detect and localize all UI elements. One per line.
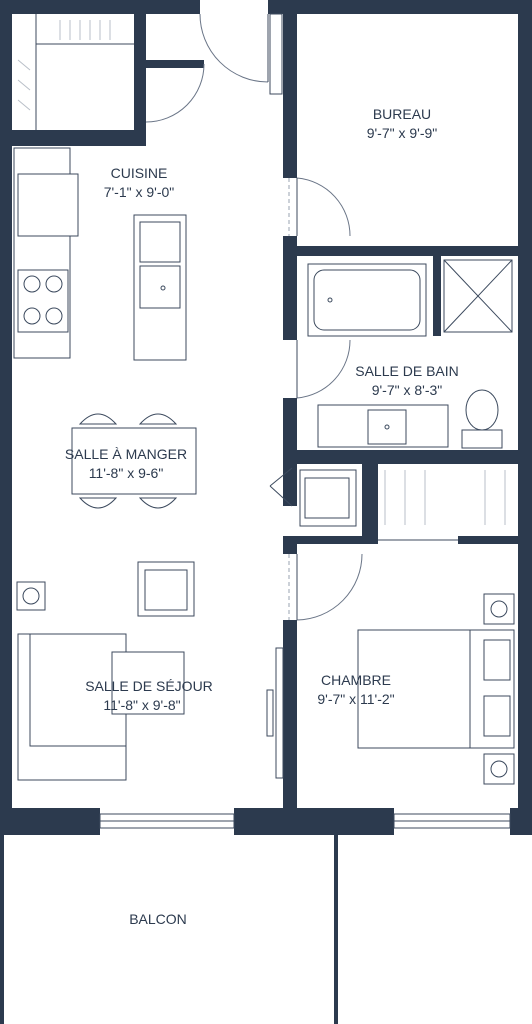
bathroom-fixtures [307,259,513,449]
washer-dryer [299,469,357,527]
kitchen-island [133,214,187,361]
balcon-name: BALCON [129,911,187,927]
chambre-name: CHAMBRE [321,672,391,688]
salle-de-bain-name: SALLE DE BAIN [355,363,459,379]
dining-table [71,427,197,495]
doors [145,13,458,621]
kitchen [13,147,187,361]
toilet-tank [461,429,503,449]
pillow [483,695,511,737]
chambre-dims: 9'-7" x 11'-2" [317,691,394,707]
salle-de-bain-dims: 9'-7" x 8'-3" [372,382,443,398]
hangers-top [17,20,506,525]
closets [17,14,506,527]
salle-a-manger-name: SALLE À MANGER [65,446,187,462]
coffee-table [111,651,185,715]
bureau-dims: 9'-7" x 9'-9" [367,125,438,141]
nightstand [483,753,515,785]
vanity [317,404,449,448]
room-labels: BUREAU 9'-7" x 9'-9" CUISINE 7'-1" x 9'-… [65,106,459,927]
nightstand [483,593,515,625]
salle-de-sejour-name: SALLE DE SÉJOUR [85,678,213,694]
living-furniture [16,561,195,781]
cuisine-dims: 7'-1" x 9'-0" [104,184,175,200]
pillow [483,639,511,681]
bathroom-sink [367,409,407,445]
cuisine-name: CUISINE [111,165,168,181]
island-sink [139,265,181,309]
salle-de-sejour-dims: 11'-8" x 9'-8" [103,697,180,713]
armchair [137,561,195,617]
toilet-bowl [465,389,499,431]
bureau-name: BUREAU [373,106,431,122]
bedroom-furniture [357,593,515,785]
refrigerator [17,173,79,237]
dining-set [71,413,197,509]
side-table [16,581,46,611]
sofa [17,633,127,781]
bathtub [307,263,427,337]
salle-a-manger-dims: 11'-8" x 9-6" [89,465,164,481]
windows [99,13,511,829]
